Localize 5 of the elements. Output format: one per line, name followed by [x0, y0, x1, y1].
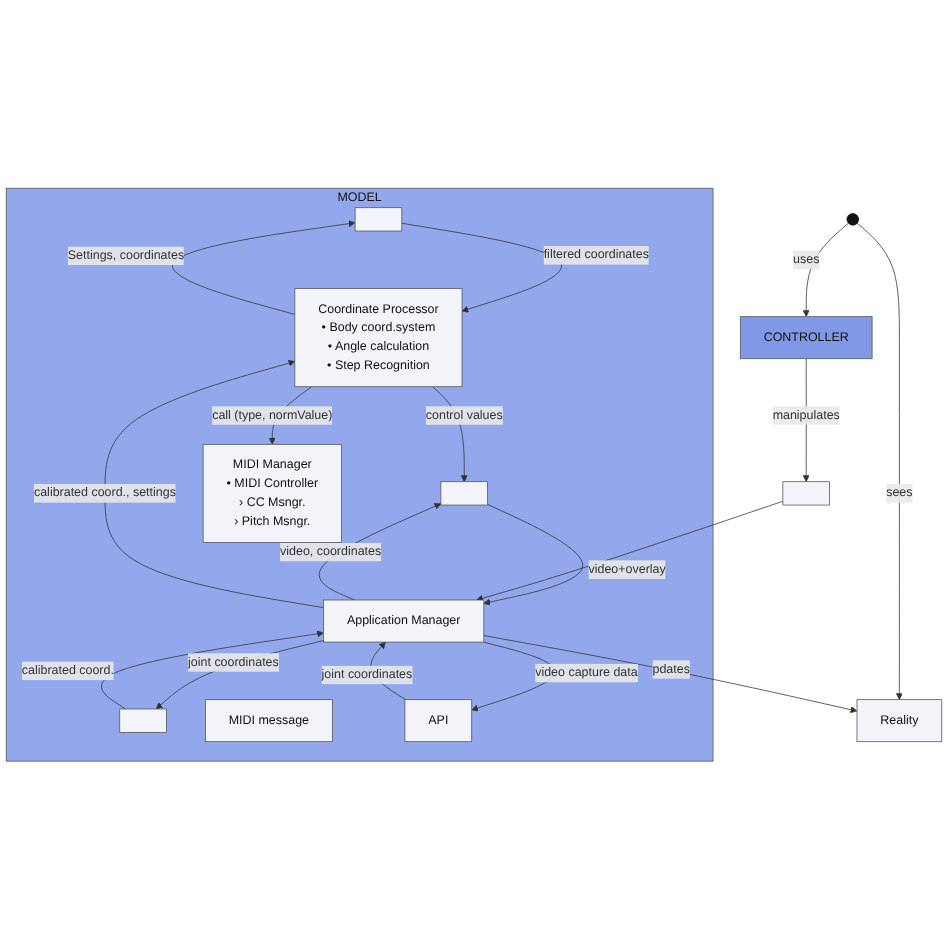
node-person: [846, 212, 859, 225]
node-box: [440, 480, 488, 505]
node-box: [354, 206, 403, 231]
node-box: [119, 707, 167, 733]
node-box: [782, 480, 830, 505]
